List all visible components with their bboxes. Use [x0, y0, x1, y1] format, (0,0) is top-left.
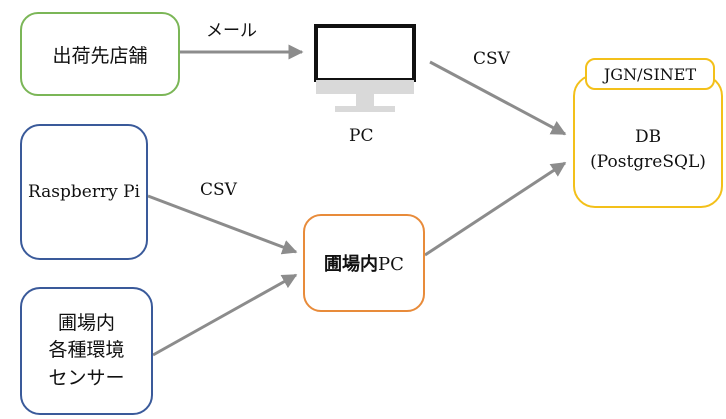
edge-label-csv-pc-db: CSV	[473, 49, 510, 69]
shop-node: 出荷先店舗	[20, 12, 180, 96]
pc-monitor-icon	[314, 24, 416, 112]
edge-label-mail: メール	[206, 21, 257, 41]
sensor-label-line-2: 各種環境	[48, 339, 125, 362]
sensor-label-line-3: センサー	[48, 366, 125, 389]
jgn-sinet-tag: JGN/SINET	[585, 58, 715, 90]
field-pc-label-bold: 圃場内	[324, 254, 379, 275]
sensor-node: 圃場内 各種環境 センサー	[20, 287, 153, 415]
field-pc-label-suffix: PC	[378, 254, 404, 275]
pc-label: PC	[349, 126, 374, 146]
arrow-sensor-to-fieldpc	[152, 273, 298, 357]
db-label-line-1: DB	[634, 126, 662, 147]
shop-label: 出荷先店舗	[52, 44, 148, 67]
arrow-fieldpc-to-db	[424, 161, 567, 257]
jgn-sinet-label: JGN/SINET	[603, 64, 697, 84]
raspberry-pi-node: Raspberry Pi	[20, 124, 148, 260]
sensor-label-line-1: 圃場内	[57, 311, 115, 334]
db-label-line-2: (PostgreSQL)	[590, 152, 706, 172]
field-pc-label: 圃場内PC	[324, 250, 404, 276]
edge-label-csv-rpi: CSV	[200, 180, 237, 200]
db-node: DB (PostgreSQL)	[573, 74, 723, 208]
arrow-rpi-to-fieldpc	[147, 194, 298, 255]
raspberry-pi-label: Raspberry Pi	[27, 182, 140, 202]
field-pc-node: 圃場内PC	[303, 214, 425, 312]
arrow-pc-to-db	[429, 60, 567, 136]
